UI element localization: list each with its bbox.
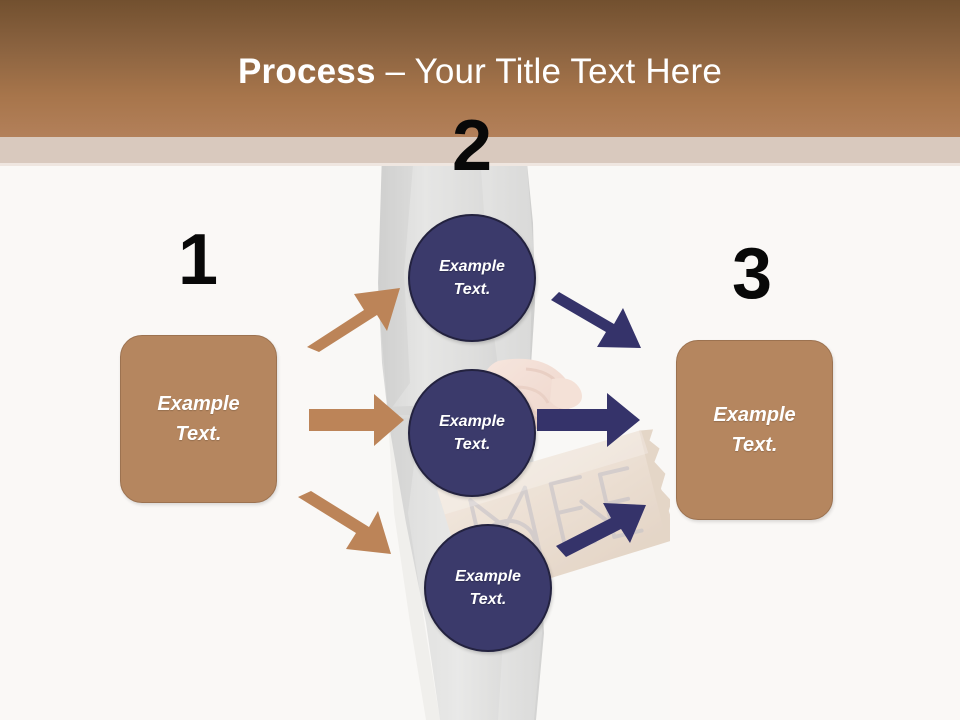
step-circle-3[interactable]: Example Text. xyxy=(424,524,552,652)
step-box-1-label: Example Text. xyxy=(157,393,240,445)
step-circle-1[interactable]: Example Text. xyxy=(408,214,536,342)
step-number-1: 1 xyxy=(177,220,219,300)
page-title-strong: Process xyxy=(238,52,376,91)
header-accent-band xyxy=(0,137,960,163)
step-circle-2-label: Example Text. xyxy=(439,413,505,453)
page-title-rest: – Your Title Text Here xyxy=(375,52,722,91)
step-circle-3-label: Example Text. xyxy=(455,568,521,608)
page-title: Process – Your Title Text Here xyxy=(0,52,960,92)
step-circle-2[interactable]: Example Text. xyxy=(408,369,536,497)
step-circle-1-label: Example Text. xyxy=(439,258,505,298)
step-box-1[interactable]: Example Text. xyxy=(120,335,277,503)
step-box-3[interactable]: Example Text. xyxy=(676,340,833,520)
step-number-3: 3 xyxy=(731,234,773,314)
header-accent-hairline xyxy=(0,163,960,166)
header-banner xyxy=(0,0,960,137)
step-box-3-label: Example Text. xyxy=(713,404,796,456)
step-number-2: 2 xyxy=(451,106,493,186)
